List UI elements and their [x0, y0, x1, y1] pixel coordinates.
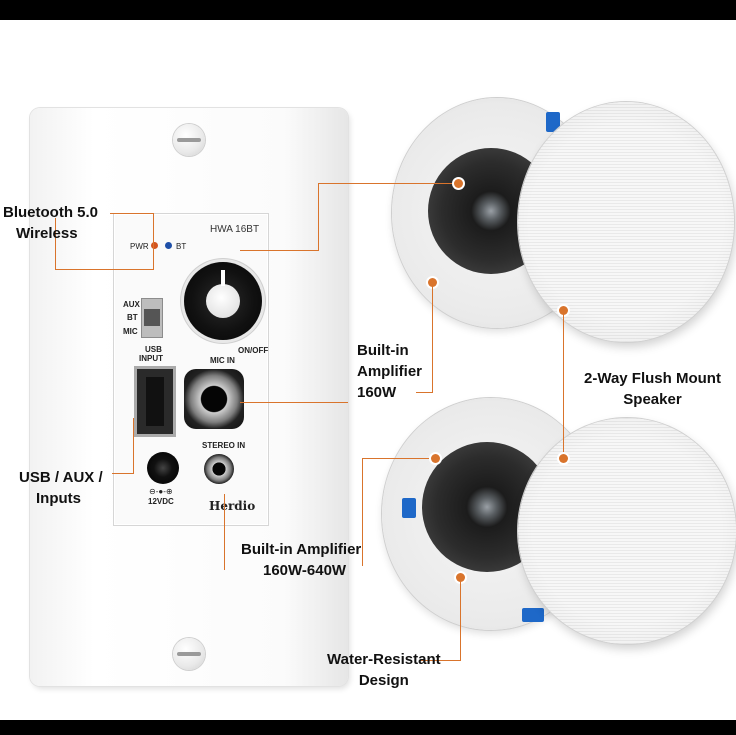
mic-in-jack[interactable] [184, 369, 244, 429]
flush-line [563, 310, 564, 458]
model-label: HWA 16BT [210, 224, 260, 235]
amp-top-line-3 [318, 183, 458, 184]
bt-line-left [55, 218, 56, 270]
dc-power-jack[interactable] [147, 452, 179, 484]
bt-label: BT [176, 242, 187, 251]
top-speaker-grille [518, 102, 734, 342]
amp-bottom-line-3 [224, 494, 225, 570]
bt-led-icon [165, 242, 172, 249]
volume-knob[interactable] [184, 262, 262, 340]
usb-line-left [112, 473, 134, 474]
amp-bottom-line-1 [362, 458, 363, 566]
switch-bt-label: BT [127, 313, 138, 322]
amp-top-line-1 [240, 250, 318, 251]
bt-line-top [110, 213, 154, 214]
usb-label-1: USB [145, 345, 162, 354]
bottom-left-clip-icon [402, 498, 416, 518]
product-image: HWA 16BT PWR BT ON/OFF AUX BT MIC USB IN… [0, 20, 736, 720]
flush-bottom-marker [559, 454, 568, 463]
bottom-lower-clip-icon [522, 608, 544, 622]
bt-line-up [153, 213, 154, 270]
dc-polarity-label: ⊖-●-⊕ [149, 487, 173, 496]
input-selector-switch[interactable] [141, 298, 163, 338]
switch-mic-label: MIC [123, 327, 138, 336]
amp-top-line-5 [416, 392, 433, 393]
brand-logo: Herdio [209, 499, 256, 513]
mic-line [240, 402, 348, 403]
amp-bottom-marker [431, 454, 440, 463]
bottom-screw [173, 638, 205, 670]
switch-aux-label: AUX [123, 300, 140, 309]
pwr-label: PWR [130, 242, 149, 251]
control-faceplate: HWA 16BT PWR BT ON/OFF AUX BT MIC USB IN… [113, 213, 269, 526]
stereo-in-label: STEREO IN [202, 441, 246, 450]
stereo-in-jack[interactable] [204, 454, 234, 484]
bluetooth-callout: Bluetooth 5.0 Wireless [3, 204, 99, 242]
usb-aux-callout: USB / AUX / Inputs [19, 469, 103, 507]
top-mount-clip-icon [546, 112, 560, 132]
amp-top-callout: Built-in Amplifier 160W [357, 342, 423, 401]
usb-line-up [133, 418, 134, 474]
water-resistant-callout: Water-Resistant Design [327, 651, 441, 689]
pwr-led-icon [151, 242, 158, 249]
bottom-speaker-grille [518, 418, 736, 644]
flush-mount-callout: 2-Way Flush Mount Speaker [584, 370, 721, 408]
water-line-2 [420, 660, 461, 661]
water-line-1 [460, 577, 461, 661]
bt-line-bottom [55, 269, 153, 270]
amp-top-marker [454, 179, 463, 188]
usb-port[interactable] [134, 366, 176, 437]
top-screw [173, 124, 205, 156]
usb-label-2: INPUT [139, 354, 163, 363]
wall-plate: HWA 16BT PWR BT ON/OFF AUX BT MIC USB IN… [30, 108, 348, 686]
on-off-label: ON/OFF [238, 346, 269, 355]
amp-top-line-2 [318, 183, 319, 251]
dc-voltage-label: 12VDC [148, 497, 174, 506]
mic-in-label: MIC IN [210, 356, 235, 365]
amp-top-line-4 [432, 282, 433, 392]
amp-bottom-line-2 [362, 458, 434, 459]
amp-bottom-callout: Built-in Amplifier 160W-640W [241, 541, 362, 579]
